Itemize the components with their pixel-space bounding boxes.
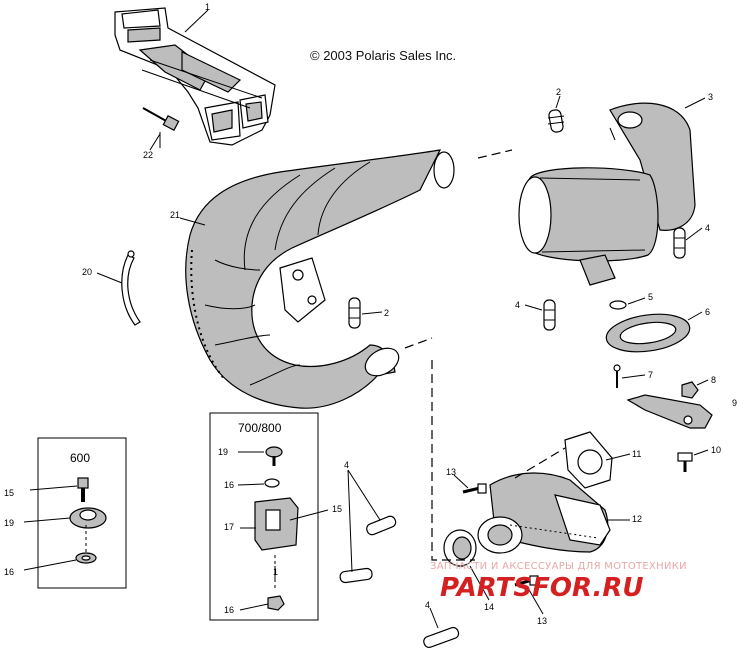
callout-16-box700-upper: 16: [224, 480, 234, 490]
callout-7: 7: [648, 370, 653, 380]
centerline-pipe-outlet: [404, 337, 433, 349]
pin-part-22: [142, 107, 180, 148]
gasket-part-11: [564, 431, 613, 489]
spring-part-4-midright: [543, 299, 556, 331]
washer-part-5: [609, 300, 627, 310]
centerline-pipe-to-silencer: [477, 149, 513, 159]
callout-4-midright: 4: [515, 300, 520, 310]
bolt-part-10: [677, 452, 693, 472]
callout-2-mid: 2: [384, 308, 389, 318]
expansion-chamber-part-21: [185, 149, 455, 409]
leader-lines: [23, 9, 709, 629]
bolt-part-13-lower: [514, 575, 539, 587]
callout-13-lower: 13: [537, 616, 547, 626]
spring-part-2-mid: [348, 297, 361, 329]
watermark-tagline: ЗАПЧАСТИ И АКСЕССУАРЫ ДЛЯ МОТОТЕХНИКИ: [430, 561, 687, 572]
callout-10: 10: [711, 445, 721, 455]
centerline-manifold-gasket: [514, 447, 566, 479]
callout-2-top: 2: [556, 87, 561, 97]
spring-part-4-center: [366, 515, 397, 536]
callout-9: 9: [732, 398, 737, 408]
callout-19-box600: 19: [4, 518, 14, 528]
callout-17: 17: [224, 522, 234, 532]
callout-20: 20: [82, 267, 92, 277]
gasket-part-6: [605, 313, 691, 353]
callout-8: 8: [711, 375, 716, 385]
bracket-part-9: [626, 394, 713, 429]
callout-22: 22: [143, 150, 153, 160]
callout-4-center: 4: [344, 460, 349, 470]
callout-15-box600: 15: [4, 488, 14, 498]
spring-part-4-bottom: [423, 626, 460, 648]
spring-part-4-centerlow: [339, 567, 373, 584]
group-label-600: 600: [70, 451, 90, 465]
callout-1-box700: 1: [273, 567, 278, 577]
group-box-700-800: 700/800: [209, 412, 319, 621]
callout-4-right: 4: [705, 223, 710, 233]
callout-12: 12: [632, 514, 642, 524]
copyright-text: © 2003 Polaris Sales Inc.: [310, 48, 456, 63]
callout-13-upper: 13: [446, 467, 456, 477]
nut-part-8: [681, 381, 699, 399]
callout-14: 14: [484, 602, 494, 612]
callout-19-box700: 19: [218, 447, 228, 457]
callout-11: 11: [632, 449, 641, 459]
silencer-part-3: [518, 102, 696, 286]
bolt-part-13-upper: [462, 483, 487, 494]
callout-6: 6: [705, 307, 710, 317]
callout-15-box700: 15: [332, 504, 342, 514]
seal-ring-part-14: [443, 529, 477, 567]
strap-part-20: [121, 250, 141, 326]
centerline-pipe-to-manifold: [431, 360, 475, 561]
spring-part-2-top: [547, 109, 565, 133]
callout-16-box600: 16: [4, 567, 14, 577]
bracket-part-1: [114, 7, 276, 146]
callout-4-bottom: 4: [425, 600, 430, 610]
group-box-600: 600: [37, 437, 127, 589]
callout-1: 1: [205, 2, 210, 12]
pin-part-7: [613, 364, 621, 388]
callout-21: 21: [170, 210, 180, 220]
callout-16-box700-lower: 16: [224, 605, 234, 615]
manifold-part-12: [477, 472, 611, 554]
group-label-700-800: 700/800: [238, 421, 282, 435]
spring-part-4-right: [673, 227, 686, 259]
callout-5: 5: [648, 292, 653, 302]
watermark-brand: PARTSFOR.RU: [440, 573, 643, 603]
callout-3: 3: [708, 92, 713, 102]
